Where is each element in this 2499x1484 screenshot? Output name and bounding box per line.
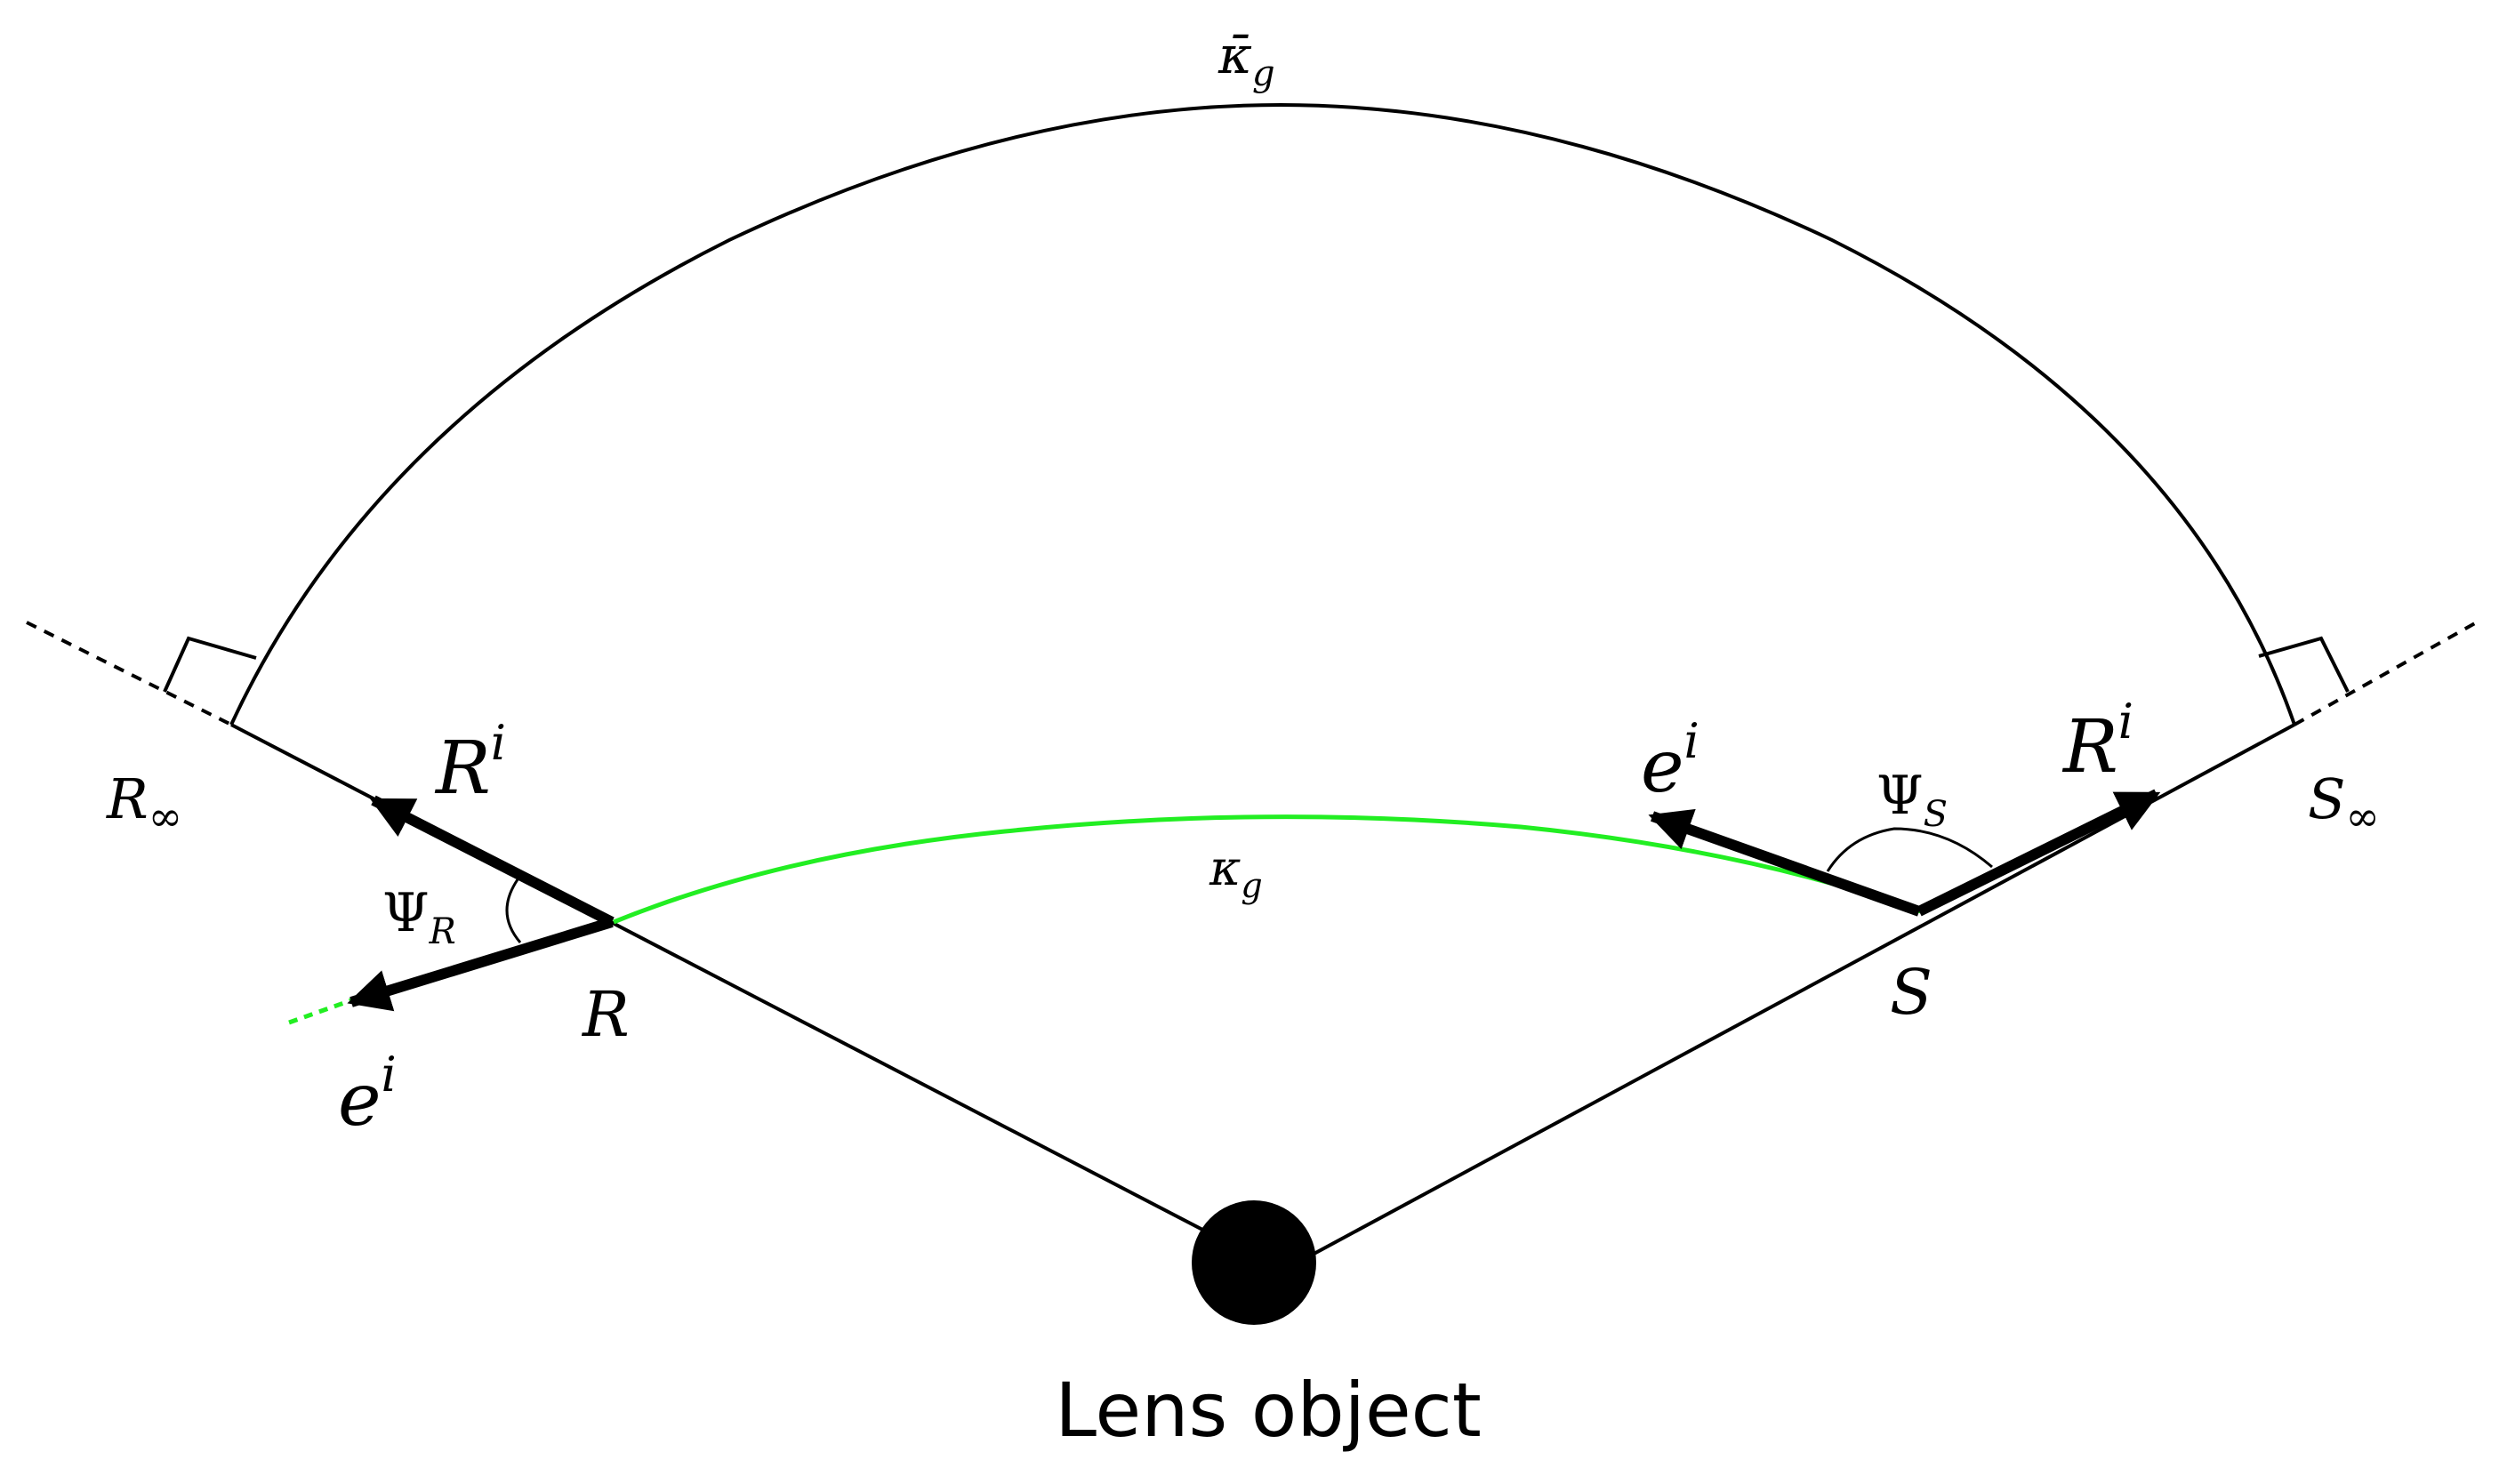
r-vector-at-r (369, 795, 615, 927)
e-vector-label-left: ei (338, 1047, 397, 1143)
psi-r-angle-arc (505, 875, 522, 943)
e-vector-label-right: ei (1641, 713, 1699, 809)
outer-curvature-label: κ̄g (1217, 25, 1275, 94)
r-vector-at-s (1916, 789, 2161, 917)
e-vector-at-r (347, 917, 614, 1012)
light-ray-dashed-extension (288, 998, 352, 1025)
inner-curvature-label: κg (1209, 840, 1263, 905)
left-right-angle-marker (163, 636, 257, 693)
psi-r-label: ΨR (382, 882, 456, 952)
outer-arc (229, 102, 2296, 726)
r-infinity-label: R∞ (106, 766, 182, 840)
r-vector-label-left: Ri (434, 715, 506, 811)
left-dashed-extension (26, 621, 232, 726)
light-ray (613, 814, 1922, 925)
e-vector-at-s (1648, 808, 1922, 917)
right-right-angle-marker (2258, 636, 2350, 693)
right-dashed-extension (2294, 618, 2482, 726)
psi-s-label: ΨS (1876, 765, 1948, 835)
lens-object-label: Lens object (1055, 1367, 1482, 1454)
lens-object (1192, 1200, 1316, 1325)
psi-s-angle-arc (1826, 827, 1993, 872)
r-vector-label-right: Ri (2061, 694, 2133, 790)
s-infinity-label: S∞ (2308, 766, 2380, 840)
r-point-label: R (581, 978, 630, 1051)
s-point-label: S (1890, 956, 1933, 1029)
